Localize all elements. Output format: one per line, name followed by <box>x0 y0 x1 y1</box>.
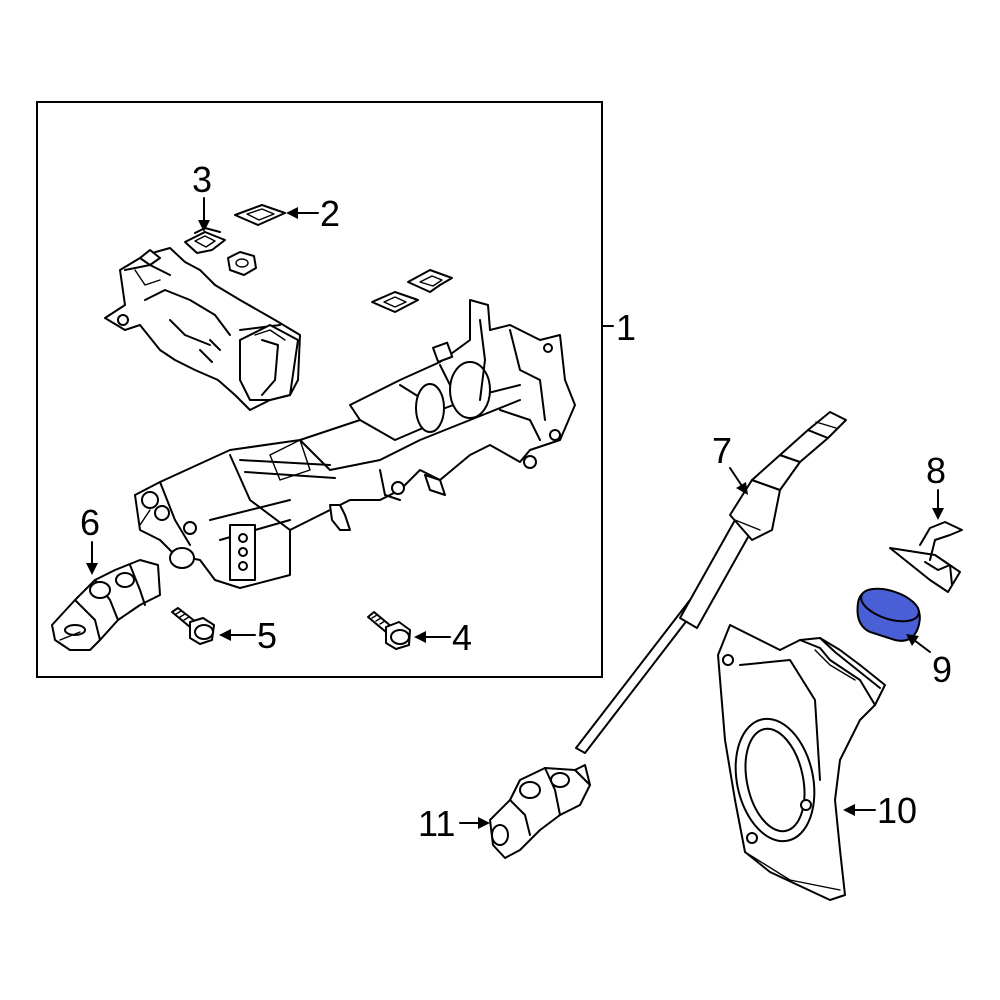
callout-5: 5 <box>257 615 277 656</box>
upper-bracket <box>104 247 301 411</box>
callout-8: 8 <box>926 450 946 491</box>
callout-4: 4 <box>452 617 472 658</box>
callout-6: 6 <box>80 502 100 543</box>
callout-11: 11 <box>418 803 455 844</box>
callout-7: 7 <box>712 430 732 471</box>
bracket-clips <box>371 269 453 313</box>
callout-9: 9 <box>932 649 952 690</box>
part-5-bolt <box>171 607 215 645</box>
part-3-clip <box>184 227 226 254</box>
nut <box>227 251 257 276</box>
part-8-clip <box>889 521 963 593</box>
callout-3: 3 <box>192 159 212 200</box>
callout-10: 10 <box>877 790 917 831</box>
part-9-seal <box>856 587 921 642</box>
part-4-bolt <box>367 611 411 650</box>
part-7-steering-shaft <box>575 411 847 754</box>
column-support-bracket <box>134 299 576 589</box>
seal-face <box>860 587 920 623</box>
leader-lines <box>86 197 944 829</box>
part-2-plate <box>234 204 286 226</box>
part-6-u-joint <box>51 559 161 651</box>
part-11-u-joint <box>489 764 591 859</box>
callout-labels: 1 2 3 4 5 6 7 8 9 10 11 <box>80 159 952 844</box>
part-10-boot <box>717 624 886 901</box>
callout-2: 2 <box>320 193 340 234</box>
assembly-box <box>36 101 603 678</box>
callout-1: 1 <box>616 307 636 348</box>
